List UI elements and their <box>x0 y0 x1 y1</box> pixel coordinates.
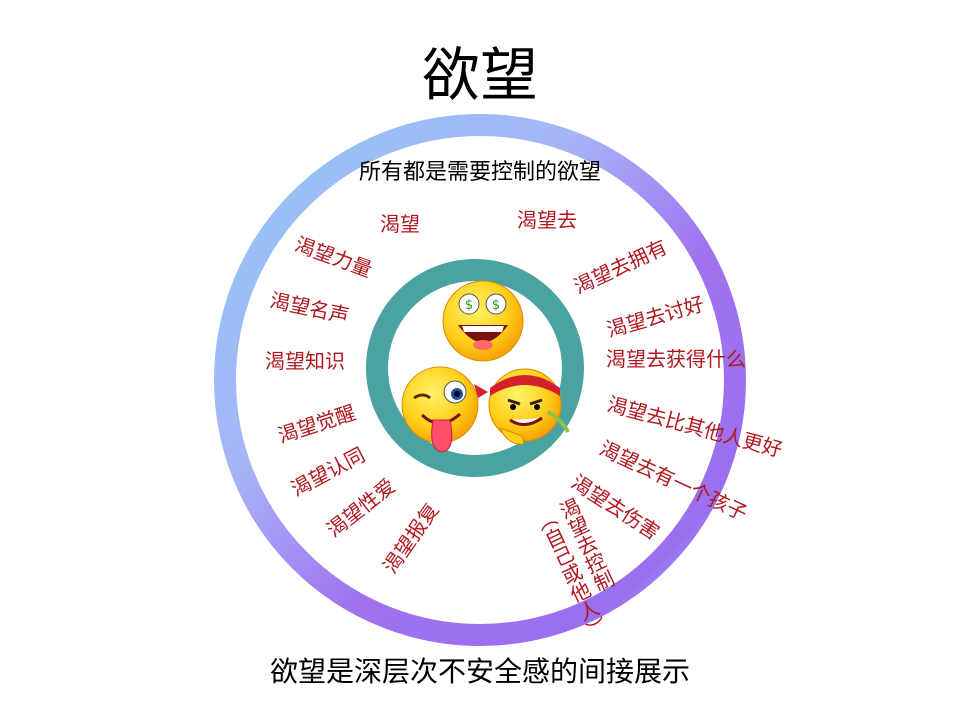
slide-title: 欲望 <box>421 41 538 109</box>
right-item-0: 渴望去 <box>517 208 577 232</box>
svg-text:$: $ <box>465 298 473 313</box>
left-item-3: 渴望知识 <box>265 349 345 373</box>
right-item-3: 渴望去获得什么 <box>606 347 746 371</box>
tongue-wink-emoji-icon <box>401 366 479 453</box>
svg-text:$: $ <box>492 298 500 313</box>
money-eyes-emoji-icon: $ $ <box>442 280 524 362</box>
bandana-sly-emoji-icon <box>474 368 570 445</box>
left-item-0: 渴望 <box>380 212 420 236</box>
outer-ring <box>214 114 746 646</box>
subtitle: 所有都是需要控制的欲望 <box>358 160 601 185</box>
footer-caption: 欲望是深层次不安全感的间接展示 <box>269 655 690 688</box>
